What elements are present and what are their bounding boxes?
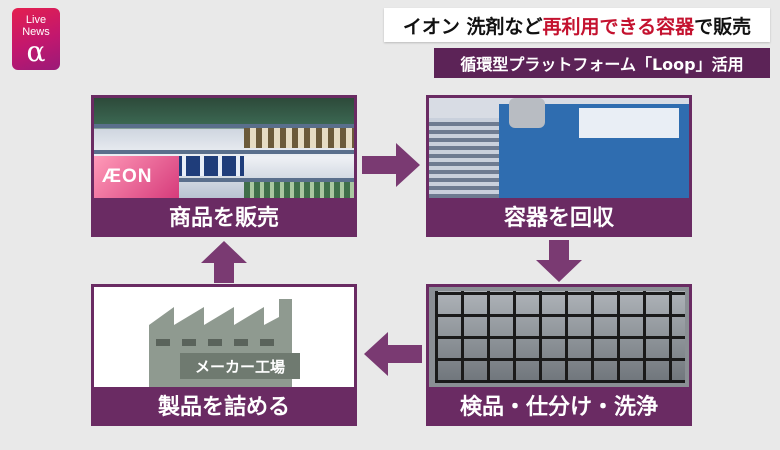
arrow-up-icon: [201, 241, 247, 283]
factory-label: メーカー工場: [180, 353, 300, 379]
headline-part1: イオン 洗剤など: [402, 15, 543, 38]
arrow-down-icon: [536, 240, 582, 282]
logo-line-live: Live: [25, 14, 47, 26]
headline-part2: で販売: [694, 15, 752, 38]
caption-fill-products: 製品を詰める: [94, 387, 354, 423]
arrow-left-icon: [364, 332, 422, 376]
logo-line-news: News: [22, 26, 50, 38]
live-news-alpha-logo: Live News α: [12, 8, 60, 70]
aeon-brand-sign: ÆON: [94, 156, 179, 198]
caption-sell-products: 商品を販売: [94, 198, 354, 234]
factory-illustration: メーカー工場: [94, 287, 354, 387]
caption-inspect-wash: 検品・仕分け・洗浄: [429, 387, 689, 423]
aeon-brand-text: ÆON: [102, 166, 153, 187]
arrow-right-icon: [362, 143, 420, 187]
headline-banner: イオン 洗剤など 再利用できる容器 で販売: [384, 8, 770, 42]
washing-rack-image: [429, 287, 689, 387]
caption-collect-containers: 容器を回収: [429, 198, 689, 234]
logo-alpha-symbol: α: [26, 35, 46, 68]
panel-inspect-wash: 検品・仕分け・洗浄: [426, 284, 692, 426]
subheadline-banner: 循環型プラットフォーム「Loop」活用: [434, 48, 770, 78]
panel-collect-containers: 容器を回収: [426, 95, 692, 237]
panel-sell-products: ÆON 商品を販売: [91, 95, 357, 237]
headline-highlight: 再利用できる容器: [542, 15, 695, 38]
collection-box-image: [429, 98, 689, 198]
panel-fill-products: メーカー工場 製品を詰める: [91, 284, 357, 426]
